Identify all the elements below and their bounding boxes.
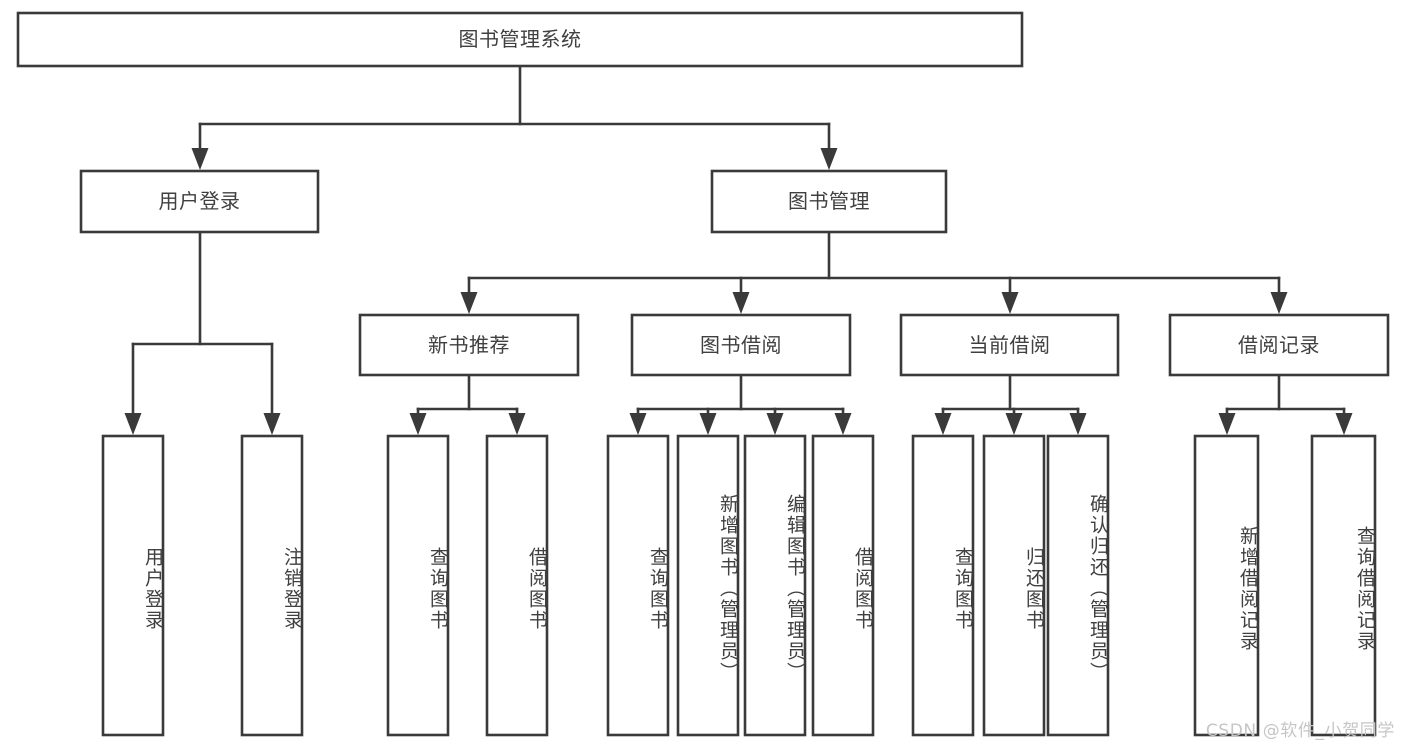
node-box-newbook[interactable] — [358, 313, 580, 377]
node-box-leaf-13[interactable] — [1310, 434, 1377, 737]
node-box-leaf-11[interactable] — [1046, 434, 1110, 737]
connector-arrowhead — [1335, 413, 1353, 435]
node-box-leaf-8[interactable] — [811, 434, 875, 737]
node-box-leaf-10[interactable] — [982, 434, 1046, 737]
connector-arrowhead — [124, 413, 142, 435]
node-box-root[interactable] — [16, 11, 1024, 68]
connector-arrowhead — [263, 413, 281, 435]
connector-arrowhead — [629, 413, 647, 435]
connector-arrowhead — [1270, 292, 1288, 314]
node-box-borrow[interactable] — [630, 313, 852, 377]
node-box-leaf-12[interactable] — [1193, 434, 1260, 737]
node-box-leaf-3[interactable] — [386, 434, 450, 737]
node-box-leaf-9[interactable] — [911, 434, 975, 737]
node-box-leaf-4[interactable] — [485, 434, 549, 737]
node-box-bookmgmt[interactable] — [710, 169, 948, 234]
node-box-records[interactable] — [1168, 313, 1390, 377]
connector-arrowhead — [1069, 413, 1087, 435]
connector-arrowhead — [1005, 413, 1023, 435]
node-box-current[interactable] — [899, 313, 1120, 377]
connector-arrowhead — [191, 148, 209, 170]
connector-arrowhead — [820, 148, 838, 170]
connector-arrowhead — [409, 413, 427, 435]
node-box-leaf-1[interactable] — [101, 434, 165, 737]
connector-arrowhead — [834, 413, 852, 435]
node-box-login[interactable] — [79, 169, 320, 234]
connector-arrowhead — [934, 413, 952, 435]
node-box-leaf-5[interactable] — [606, 434, 670, 737]
connector-arrowhead — [699, 413, 717, 435]
connector-arrowhead — [460, 292, 478, 314]
node-box-leaf-2[interactable] — [240, 434, 304, 737]
connector-arrowhead — [732, 292, 750, 314]
connector-arrowhead — [766, 413, 784, 435]
connector-arrowhead — [1001, 292, 1019, 314]
connector-arrowhead — [1218, 413, 1236, 435]
connector-arrowhead — [508, 413, 526, 435]
node-box-leaf-7[interactable] — [743, 434, 807, 737]
node-box-leaf-6[interactable] — [676, 434, 740, 737]
